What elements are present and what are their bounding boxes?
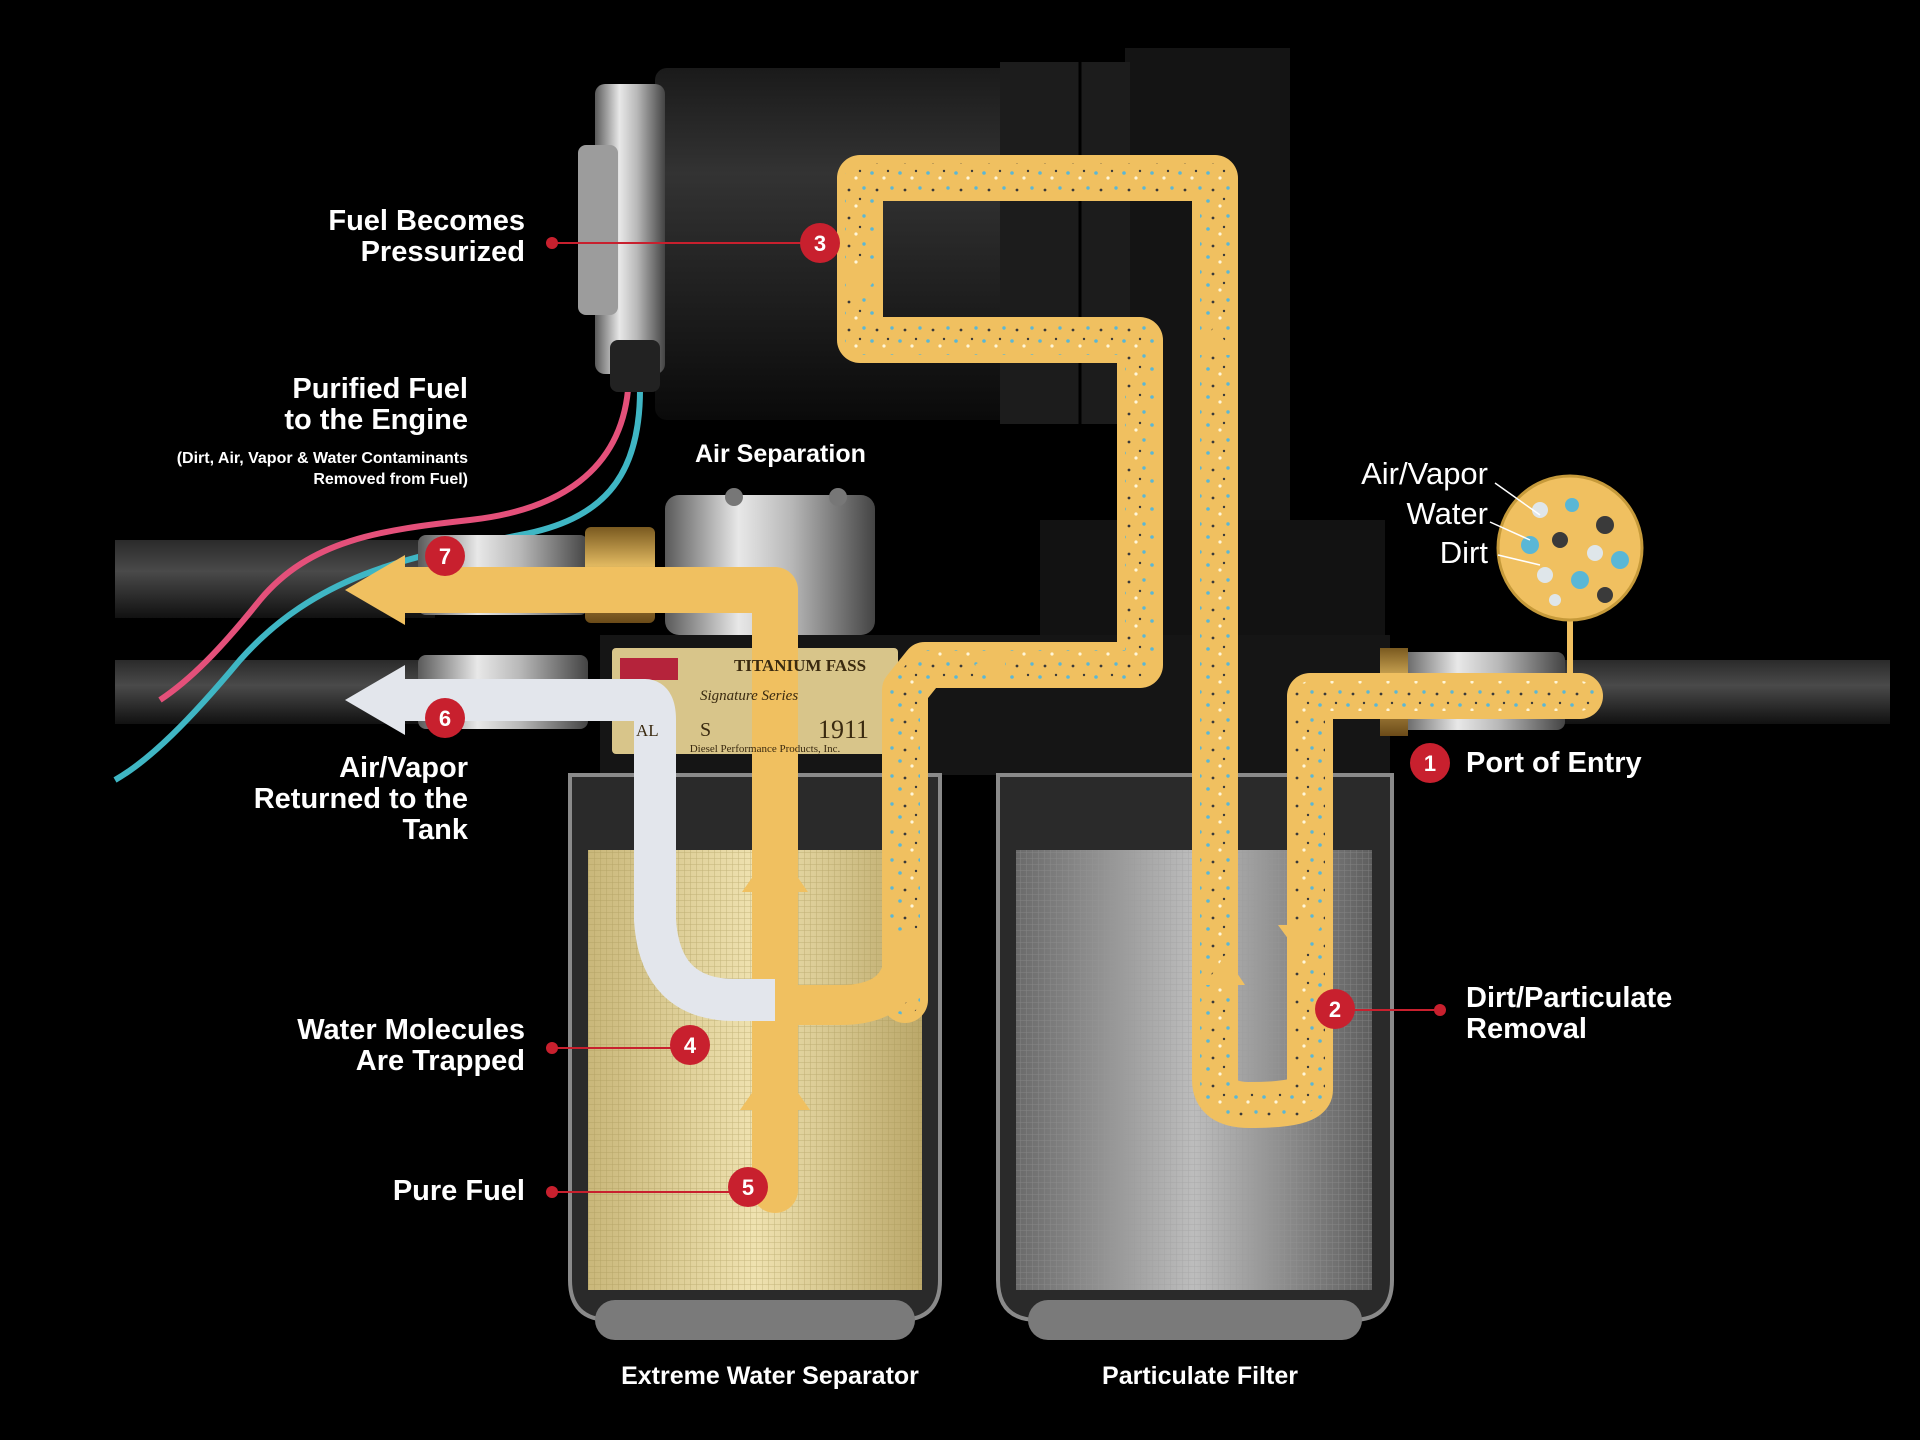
label-dirt-removal: Dirt/Particulate Removal xyxy=(1466,983,1672,1045)
contaminant-magnifier xyxy=(1496,474,1644,700)
svg-text:4: 4 xyxy=(684,1033,697,1058)
label-return-line2: Returned to the xyxy=(253,783,468,815)
label-pure-fuel: Pure Fuel xyxy=(392,1175,525,1207)
arrow-to-engine xyxy=(345,555,405,625)
step-marker-1: 1 xyxy=(1410,743,1450,783)
label-fuel-pressurized-line2: Pressurized xyxy=(360,236,525,268)
label-note-line1: (Dirt, Air, Vapor & Water Contaminants xyxy=(176,450,468,467)
arrow-up-filter xyxy=(1197,325,1233,355)
arrow-return xyxy=(345,665,405,735)
label-water-line1: Water Molecules xyxy=(297,1014,525,1046)
label-note-line2: Removed from Fuel) xyxy=(313,471,468,488)
svg-text:5: 5 xyxy=(742,1175,754,1200)
svg-text:3: 3 xyxy=(814,231,826,256)
plate-company: Diesel Performance Products, Inc. xyxy=(690,743,841,755)
plate-serial: 1911 xyxy=(818,715,869,744)
leader-dots xyxy=(546,237,1446,1198)
label-fuel-pressurized: Fuel Becomes Pressurized xyxy=(260,206,525,268)
step-marker-5: 5 xyxy=(728,1167,768,1207)
arrow-left-housing xyxy=(975,645,1005,685)
label-air-separation: Air Separation xyxy=(695,440,866,468)
label-purified-fuel-note: (Dirt, Air, Vapor & Water Contaminants R… xyxy=(100,448,468,490)
plate-serial-prefix: S xyxy=(700,719,711,741)
motor-cap xyxy=(1000,62,1130,424)
step-marker-6: 6 xyxy=(425,698,465,738)
return-flow-path xyxy=(395,679,775,1021)
arrow-up-water xyxy=(742,845,808,892)
arrow-up-return-filter xyxy=(1205,955,1245,985)
label-air-vapor-return: Air/Vapor Returned to the Tank xyxy=(200,753,468,846)
label-purified-fuel: Purified Fuel to the Engine xyxy=(180,374,468,436)
legend-dirt: Dirt xyxy=(1439,535,1488,570)
plate-series: Signature Series xyxy=(700,688,798,704)
plate-al: AL xyxy=(636,721,659,740)
step-marker-4: 4 xyxy=(670,1025,710,1065)
motor-endcap-ring xyxy=(578,145,618,315)
label-dirt-line1: Dirt/Particulate xyxy=(1466,982,1673,1014)
svg-text:7: 7 xyxy=(439,544,451,569)
svg-text:1: 1 xyxy=(1424,751,1436,776)
svg-text:6: 6 xyxy=(439,706,451,731)
legend-water: Water xyxy=(1406,496,1488,531)
label-return-line1: Air/Vapor xyxy=(339,752,468,784)
step-marker-7: 7 xyxy=(425,536,465,576)
label-port-of-entry: Port of Entry xyxy=(1466,747,1642,779)
entry-hose xyxy=(1560,660,1890,724)
wire-connector xyxy=(610,340,660,392)
step-marker-3: 3 xyxy=(800,223,840,263)
pink-wire xyxy=(158,389,631,703)
step-markers: 1 2 3 4 5 6 7 xyxy=(425,223,1450,1207)
arrow-up-pure xyxy=(740,1060,810,1110)
svg-text:2: 2 xyxy=(1329,997,1341,1022)
label-purified-fuel-line2: to the Engine xyxy=(284,404,468,436)
label-water-line2: Are Trapped xyxy=(355,1045,525,1077)
label-dirt-line2: Removal xyxy=(1466,1013,1587,1045)
step-marker-2: 2 xyxy=(1315,989,1355,1029)
arrow-down-filter xyxy=(1278,925,1322,955)
label-fuel-pressurized-line1: Fuel Becomes xyxy=(328,205,525,237)
plate-brand: TITANIUM FASS xyxy=(734,656,866,675)
arrow-down-motor xyxy=(838,270,882,300)
label-water-trapped: Water Molecules Are Trapped xyxy=(200,1015,525,1077)
label-particulate-filter: Particulate Filter xyxy=(1102,1362,1298,1390)
label-purified-fuel-line1: Purified Fuel xyxy=(292,373,468,405)
label-return-line3: Tank xyxy=(402,814,468,846)
label-water-separator: Extreme Water Separator xyxy=(621,1362,919,1390)
legend-air-vapor: Air/Vapor xyxy=(1361,456,1488,491)
